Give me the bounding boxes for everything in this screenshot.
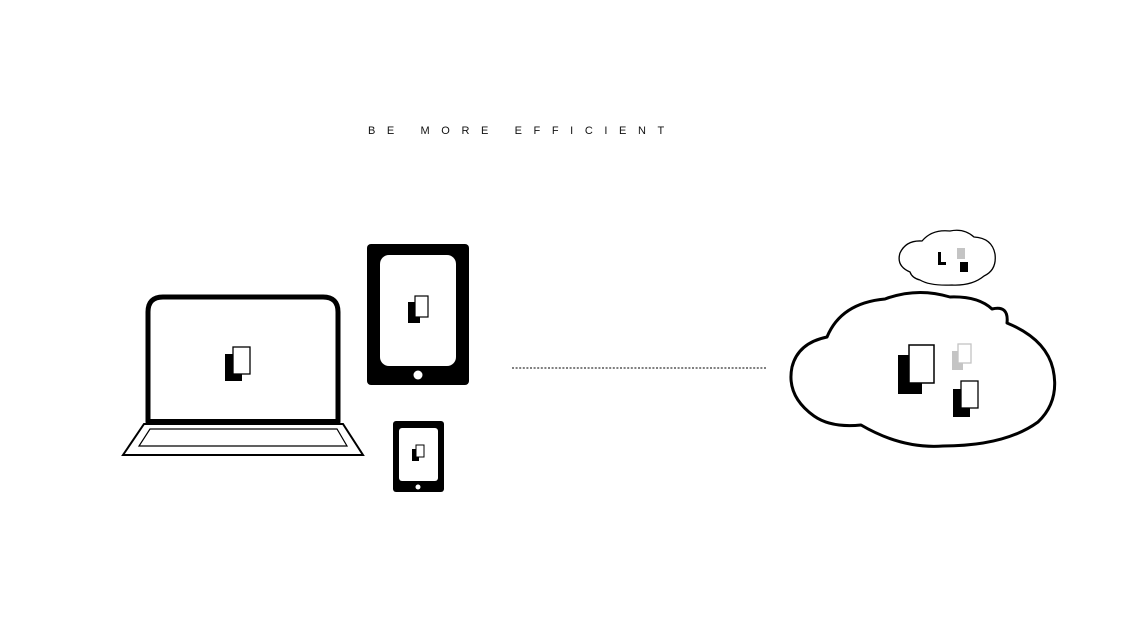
document-stack-icon [412, 444, 425, 461]
document-stack-icon [898, 344, 935, 394]
document-stack-icon [952, 343, 972, 370]
laptop-icon [121, 294, 365, 456]
document-stack-icon [953, 380, 979, 417]
headline: BE MORE EFFICIENT [368, 125, 676, 137]
document-stack-icon [225, 346, 251, 381]
document-stack-icon [408, 295, 429, 323]
small-cloud-icon [898, 229, 996, 286]
